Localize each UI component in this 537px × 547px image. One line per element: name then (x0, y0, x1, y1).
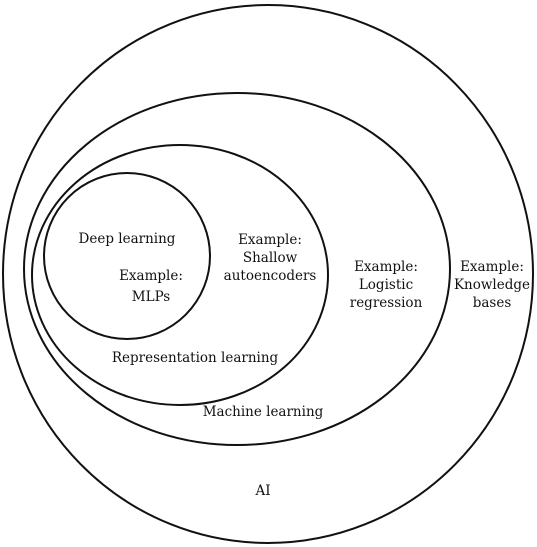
ai-example-line2: Knowledge (454, 277, 530, 293)
machine-learning-example-line3: regression (350, 295, 423, 311)
ai-circle (2, 4, 534, 544)
machine-learning-example-line1: Example: (354, 259, 418, 275)
ai-example-line1: Example: (460, 259, 524, 275)
deep-learning-circle (43, 172, 211, 340)
representation-learning-example-line2: Shallow (243, 250, 298, 266)
representation-learning-example-line1: Example: (238, 232, 302, 248)
machine-learning-example-line2: Logistic (359, 277, 413, 293)
ai-label: AI (254, 483, 270, 499)
deep-learning-example-line2: MLPs (132, 289, 171, 305)
representation-learning-ellipse (31, 144, 329, 406)
machine-learning-label: Machine learning (203, 404, 324, 420)
representation-learning-label: Representation learning (112, 350, 279, 366)
machine-learning-ellipse (23, 92, 451, 446)
deep-learning-label: Deep learning (79, 231, 176, 247)
ai-example-line3: bases (473, 295, 512, 311)
representation-learning-example-line3: autoencoders (224, 268, 317, 284)
deep-learning-example-line1: Example: (119, 268, 183, 284)
